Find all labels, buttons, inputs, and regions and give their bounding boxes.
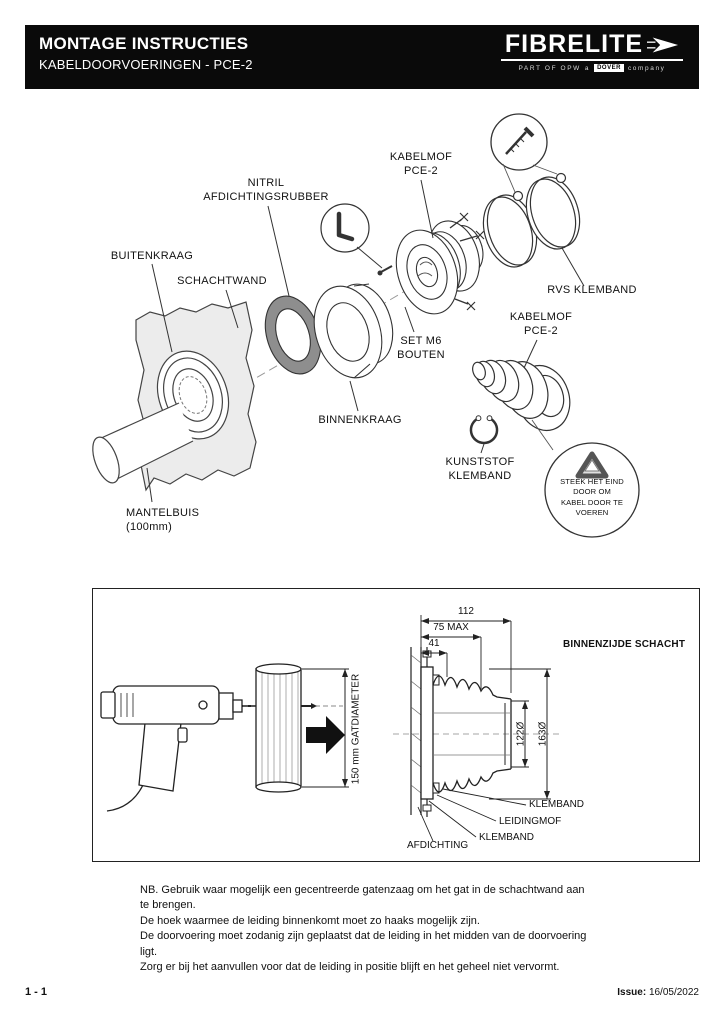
label-rvs-klemband: RVS KLEMBAND [547,284,637,296]
exploded-drawing [92,113,640,538]
installation-drawing [100,615,563,842]
label-schachtwand: SCHACHTWAND [177,275,267,287]
label-afdichting: AFDICHTING [407,840,469,851]
boot-section-drawing [393,647,563,817]
schachtwand-wall-drawing [135,301,257,492]
allen-key-icon [336,211,355,242]
hole-saw-drawing [243,663,349,793]
dover-badge: DOVER [594,64,624,72]
dim-tube-diameter: 122Ø [515,721,527,747]
dim-hole-diameter: 150 mm GATDIAMETER [350,673,362,785]
allen-key-detail [320,203,383,269]
logo-underline [501,59,683,61]
notes-block: NB. Gebruik waar mogelijk een gecentreer… [140,883,592,975]
label-binnenzijde-schacht: BINNENZIJDE SCHACHT [563,639,686,650]
kabelmof-assembly-drawing [395,212,485,315]
installation-figure: 112 75 MAX 41 122Ø 163Ø 150 mm GATDIAMET… [92,588,700,862]
label-kabelmof-right: KABELMOF PCE-2 [509,311,573,338]
dim-total: 112 [458,606,474,617]
m6-bolt-drawing [377,265,393,276]
logo-row: FIBRELITE [499,32,685,57]
label-mantelbuis: MANTELBUIS (100mm) [126,507,200,534]
note-line: De hoek waarmee de leiding binnenkomt mo… [140,914,480,927]
binnenkraag-drawing [313,283,394,379]
logo-arrow-icon [647,36,679,53]
label-buitenkraag: BUITENKRAAG [110,250,194,262]
note-line: De doorvoering moet zodanig zijn geplaat… [140,930,587,958]
label-set-m6: SET M6 BOUTEN [397,335,445,362]
direction-arrow-icon [306,716,345,754]
label-klemband-bottom: KLEMBAND [479,832,535,843]
tagline-part: PART OF OPW [518,64,581,72]
header-text: MONTAGE INSTRUCTIES KABELDOORVOERINGEN -… [39,34,253,72]
tagline-a: a [584,64,591,72]
tagline-company: company [627,64,666,72]
page-number: 1 - 1 [25,986,48,998]
page-subtitle: KABELDOORVOERINGEN - PCE-2 [39,57,253,72]
page-title: MONTAGE INSTRUCTIES [39,34,249,53]
screw-detail-magnifier [490,113,558,193]
screw-icon [505,131,527,155]
exploded-view: KABELMOF PCE-2 NITRIL AFDICHTINGSRUBBER … [0,100,724,570]
section-leader-lines [417,788,527,842]
label-steek-detail: STEEK HET EIND DOOR OM KABEL DOOR TE VOE… [560,477,624,517]
dim-outer-diameter: 163Ø [537,721,549,747]
leader-lines [146,179,585,503]
label-leidingmof: LEIDINGMOF [499,816,562,827]
issue-info: Issue: 16/05/2022 [617,987,699,998]
kabelmof-boot-drawing [472,359,571,431]
label-nitril: NITRIL AFDICHTINGSRUBBER [203,177,329,204]
mantelbuis-pipe-drawing [92,402,194,484]
label-binnenkraag: BINNENKRAAG [318,414,402,426]
drill-drawing [100,685,256,812]
logo-brand-text: FIBRELITE [504,30,644,58]
label-kunststof: KUNSTSTOF KLEMBAND [445,456,515,483]
header-bar: MONTAGE INSTRUCTIES KABELDOORVOERINGEN -… [25,25,699,89]
note-line: Zorg er bij het aanvullen voor dat de le… [140,960,560,973]
label-kabelmof-top: KABELMOF PCE-2 [389,151,453,178]
fibrelite-logo: FIBRELITE PART OF OPW a DOVER company [499,32,685,72]
nitril-gasket-drawing [264,295,322,375]
note-line: NB. Gebruik waar mogelijk een gecentreer… [140,884,585,912]
dim-insert-max: 75 MAX [433,622,469,633]
wall-section-drawing [410,647,422,815]
issue-label: Issue: [617,987,647,998]
label-klemband-top: KLEMBAND [529,799,585,810]
dimension-lines [420,615,551,800]
logo-tagline: PART OF OPW a DOVER company [499,64,685,72]
kunststof-klemband-drawing [469,415,499,445]
rvs-klemband-drawing [482,172,581,268]
issue-date: 16/05/2022 [648,987,699,998]
end-plug-detail-circle [531,419,640,538]
dim-flange: 41 [428,638,440,649]
